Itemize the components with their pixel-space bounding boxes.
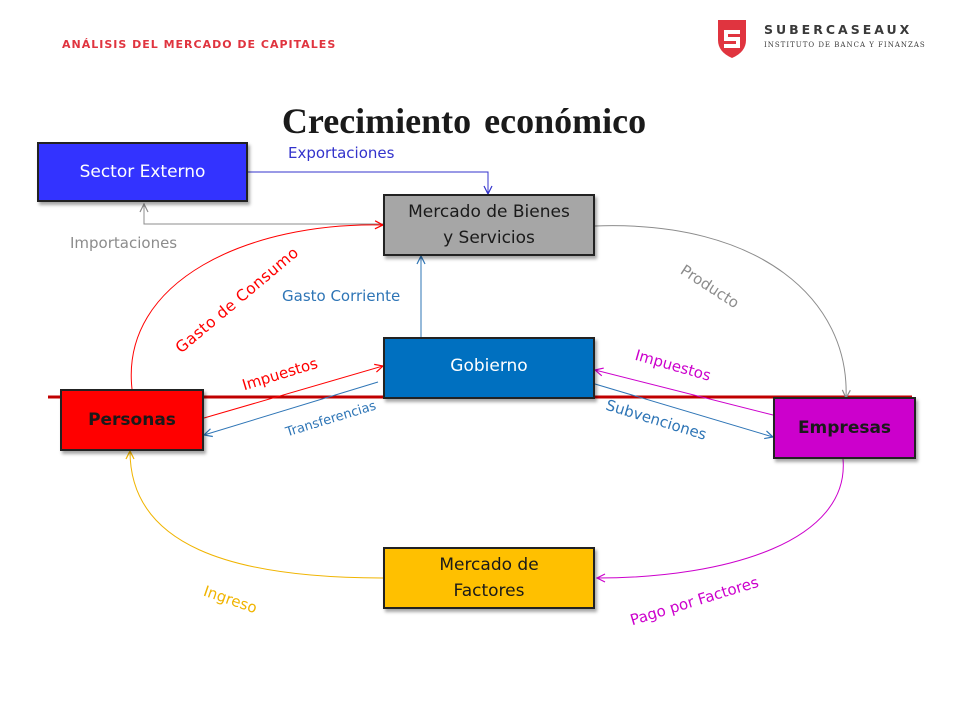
node-mercado-factores-line2: Factores: [453, 581, 525, 601]
header-label: ANÁLISIS DEL MERCADO DE CAPITALES: [62, 38, 337, 51]
node-mercado-bienes: Mercado de Bienes y Servicios: [383, 194, 595, 256]
ingreso-arrow: [130, 451, 384, 579]
node-empresas-label: Empresas: [797, 418, 892, 438]
importaciones-arrow: [144, 204, 383, 225]
producto-arrow: [594, 225, 846, 398]
logo-name: SUBERCASEAUX: [764, 22, 913, 37]
exportaciones-arrow: [248, 171, 488, 194]
impuestos-personas-arrow: [203, 366, 383, 419]
transferencias-arrow: [204, 381, 379, 435]
shield-logo-icon: [718, 20, 746, 58]
label-importaciones: Importaciones: [70, 234, 178, 252]
node-mercado-bienes-line2: y Servicios: [443, 228, 535, 248]
label-gasto-corriente: Gasto Corriente: [282, 287, 401, 305]
gasto-consumo-arrow: [130, 225, 383, 390]
node-empresas: Empresas: [773, 397, 916, 459]
node-sector-externo: Sector Externo: [37, 142, 248, 202]
node-personas-label: Personas: [88, 410, 176, 430]
node-personas: Personas: [60, 389, 204, 451]
label-exportaciones: Exportaciones: [288, 144, 395, 162]
brand-logo: SUBERCASEAUX INSTITUTO DE BANCA Y FINANZ…: [714, 18, 925, 60]
subvenciones-arrow: [594, 383, 773, 437]
page-title: Crecimiento económico: [281, 101, 647, 141]
node-mercado-bienes-line1: Mercado de Bienes: [408, 202, 570, 222]
node-mercado-factores: Mercado de Factores: [383, 547, 595, 609]
logo-subtitle: INSTITUTO DE BANCA Y FINANZAS: [764, 41, 926, 49]
node-mercado-factores-line1: Mercado de: [439, 555, 539, 575]
node-gobierno-label: Gobierno: [450, 356, 528, 376]
node-sector-externo-label: Sector Externo: [79, 162, 206, 182]
impuestos-empresas-arrow: [595, 370, 774, 416]
pago-factores-arrow: [597, 458, 844, 578]
node-gobierno: Gobierno: [383, 337, 595, 399]
